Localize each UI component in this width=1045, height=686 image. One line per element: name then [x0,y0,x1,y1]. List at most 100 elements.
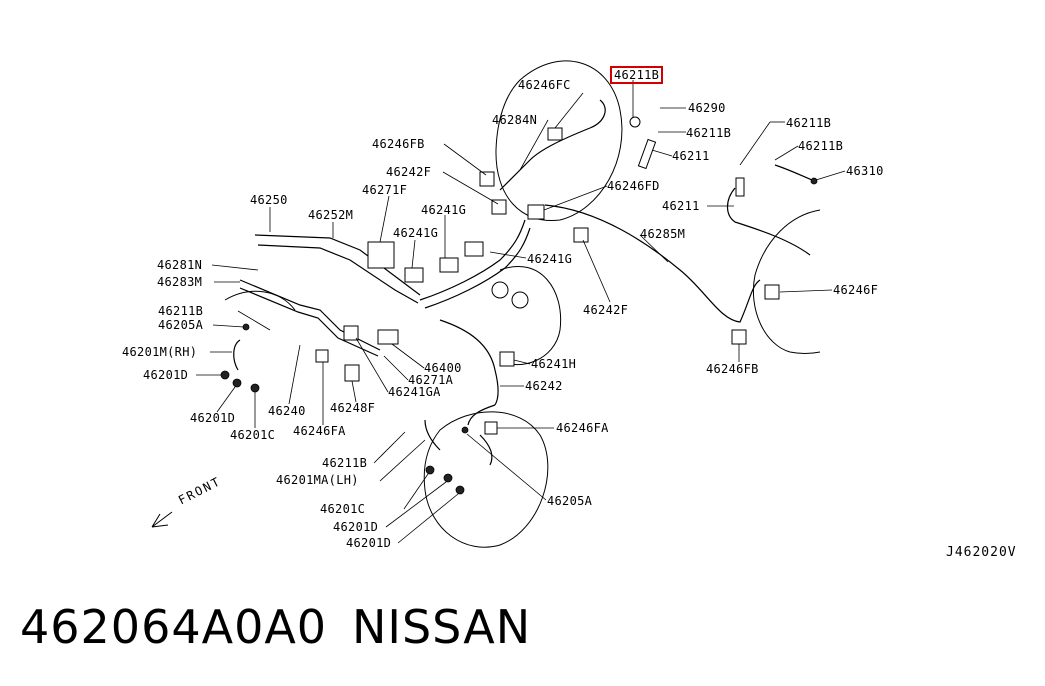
rear-left-wheel-outline [423,411,549,548]
leader-46284n [519,119,549,171]
label-46201m-rh: 46201M(RH) [122,345,198,359]
front-left-wheel-outline [224,290,296,311]
part-46241g-b [439,257,459,273]
master-cylinder-cap-2 [511,291,529,309]
brake-line-fd [544,204,761,323]
label-46246fa-right: 46246FA [556,421,609,435]
label-46211b-b: 46211B [686,126,732,140]
brake-line-front-right [499,99,606,191]
label-46283m: 46283M [157,275,203,289]
label-46211: 46211 [672,149,710,163]
part-46201d-left-2 [232,378,242,388]
front-right-wheel-outline [495,60,623,222]
part-46246f [764,284,780,300]
label-46241ga: 46241GA [388,385,441,399]
label-46205a-right: 46205A [547,494,593,508]
leader-46201d-right [385,481,447,528]
label-46248f: 46248F [330,401,376,415]
label-46242: 46242 [525,379,563,393]
part-46242f-upper [491,199,507,215]
part-46242f-lower [573,227,589,243]
part-46211-hose [637,138,657,170]
label-46246fa-left: 46246FA [293,424,346,438]
label-46240: 46240 [268,404,306,418]
label-46246fb-lower: 46246FB [706,362,759,376]
leader-46271f [379,195,390,243]
label-46201c-left: 46201C [230,428,276,442]
brake-line-cross-2 [424,227,531,309]
label-46211b-c: 46211B [786,116,832,130]
leader-46241h [513,359,531,365]
part-46201c-left [250,383,260,393]
brake-line-rear-right-hose [726,187,811,256]
leader-46205a-right [466,433,547,501]
brand-name: NISSAN [352,600,532,654]
label-46241g-b: 46241G [393,226,439,240]
diagram-id: J462020V [946,545,1017,560]
leader-46242f [442,171,499,205]
label-46201ma-lh: 46201MA(LH) [276,473,359,487]
part-46205a-right [461,426,469,434]
leader-46211b-c2 [739,121,771,166]
leader-46211b-lower [373,431,406,464]
leader-46246fc [554,92,584,129]
label-46201d-right-2: 46201D [346,536,392,550]
label-46281n: 46281N [157,258,203,272]
part-46211-rear-hose [735,177,745,197]
part-46400 [377,329,399,345]
label-46284n: 46284N [492,113,538,127]
brake-line-upper-main [254,234,421,296]
label-46250: 46250 [250,193,288,207]
leader-46211b-left [237,310,271,331]
label-46201d-left-2: 46201D [190,411,236,425]
leader-46246fb [443,143,487,176]
leader-46310 [815,170,846,181]
brake-line-rh-hose [233,339,241,371]
label-46242f-lower: 46242F [583,303,629,317]
leader-46400 [391,343,425,369]
part-46248f [344,364,360,382]
leader-46201ma-lh [379,439,426,482]
part-46271f [367,241,395,269]
brake-line-cross [419,219,526,301]
label-46201d-left: 46201D [143,368,189,382]
part-46201c-right [425,465,435,475]
label-46246fb: 46246FB [372,137,425,151]
leader-46211 [651,149,673,157]
brake-piping-diagram: 46246FC 46211B 46290 46284N 46211B 46246… [122,60,1017,560]
part-46246fc [547,127,563,141]
label-46285m: 46285M [640,227,686,241]
label-46201c-right: 46201C [320,502,366,516]
label-46246f: 46246F [833,283,879,297]
leader-46241g-b [411,239,416,269]
label-46211b-highlighted[interactable]: 46211B [609,66,664,84]
brake-line-rear-left [467,404,496,426]
label-46205a-left: 46205A [158,318,204,332]
label-46242f: 46242F [386,165,432,179]
brake-line-rear-right [774,164,813,181]
label-46271f: 46271F [362,183,408,197]
brake-line-upper-main-2 [257,244,419,304]
leader-46205a-left [212,324,245,328]
label-46211b-d: 46211B [798,139,844,153]
brake-line-lower [439,319,499,406]
leader-46240 [288,344,301,405]
part-46241g-c [464,241,484,257]
leader-46242f-lower [582,239,611,303]
part-46241g-a [404,267,424,283]
label-46252m: 46252M [308,208,354,222]
label-46241g-c: 46241G [527,252,573,266]
part-46246fb-lower [731,329,747,345]
label-46241g-a: 46241G [421,203,467,217]
leader-46201d-left-2 [216,386,236,413]
rear-right-wheel-outline [752,209,821,355]
part-46310 [810,177,818,185]
leader-46246f [779,289,833,293]
leader-46241g-c [489,251,527,259]
brake-line-left-front-2 [239,287,379,357]
brake-line-lh-hose [424,419,441,451]
leader-46285m [639,234,669,263]
leader-46201d-right-2 [397,493,459,544]
part-46246fa-right [484,421,498,435]
label-46400: 46400 [424,361,462,375]
